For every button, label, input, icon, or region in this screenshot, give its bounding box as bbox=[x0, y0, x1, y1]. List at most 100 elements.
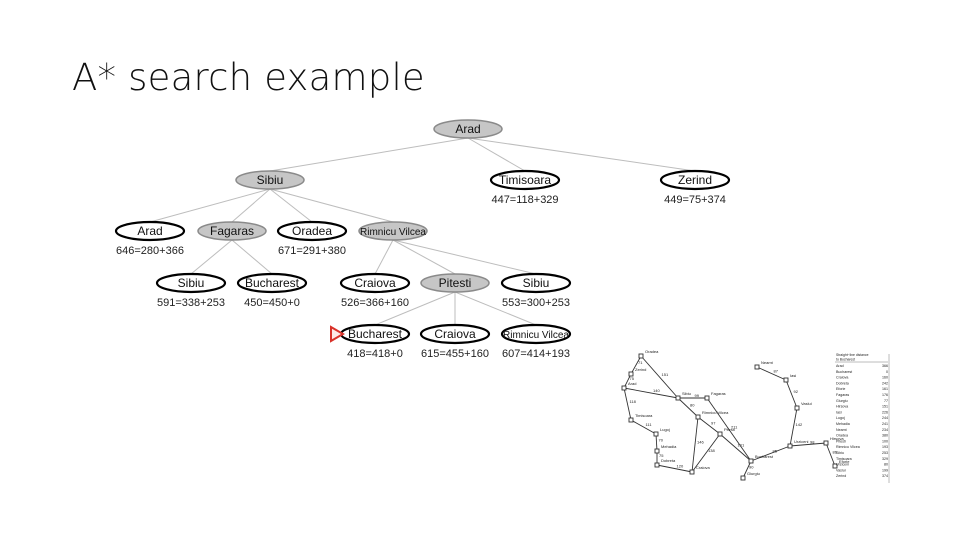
map-city-label: Zerind bbox=[635, 367, 646, 372]
map-road-distance: 85 bbox=[773, 449, 778, 454]
map-road-distance: 101 bbox=[738, 443, 745, 448]
map-city-marker bbox=[748, 458, 754, 464]
heuristic-row-distance: 176 bbox=[882, 393, 888, 397]
tree-node-ellipse bbox=[419, 323, 491, 345]
heuristic-row-city: Fagaras bbox=[836, 393, 849, 397]
map-city-marker bbox=[628, 417, 634, 423]
map-city-label: Vaslui bbox=[801, 401, 812, 406]
map-city-label: Bucharest bbox=[755, 454, 774, 459]
heuristic-row-distance: 0 bbox=[886, 370, 888, 374]
map-road bbox=[655, 433, 658, 452]
tree-node-ellipse bbox=[114, 220, 186, 242]
tree-edge bbox=[149, 188, 271, 223]
tree-node-ellipse bbox=[276, 220, 348, 242]
heuristic-row-distance: 161 bbox=[882, 387, 888, 391]
map-city-marker bbox=[638, 353, 644, 359]
map-city-label: Oradea bbox=[645, 349, 659, 354]
tree-node-label: Sibiu bbox=[178, 276, 205, 290]
tree-node-arad_root: Arad bbox=[433, 119, 503, 139]
map-road-distance: 99 bbox=[695, 393, 700, 398]
heuristic-row-city: Giurgiu bbox=[836, 399, 848, 403]
tree-edge bbox=[231, 239, 273, 275]
map-city-label: Craiova bbox=[696, 465, 711, 470]
map-road-distance: 120 bbox=[677, 464, 684, 469]
heuristic-row-distance: 80 bbox=[884, 463, 888, 467]
map-road-distance: 97 bbox=[711, 421, 716, 426]
map-road-distance: 142 bbox=[796, 422, 803, 427]
map-road bbox=[630, 419, 657, 435]
map-city-marker bbox=[754, 364, 760, 370]
map-road bbox=[825, 442, 836, 467]
map-city-marker bbox=[794, 405, 800, 411]
tree-node-label: Sibiu bbox=[523, 276, 550, 290]
map-city-marker bbox=[823, 440, 829, 446]
tree-node-label: Arad bbox=[137, 224, 162, 238]
tree-node-f-value: 671=291+380 bbox=[278, 245, 346, 257]
tree-node-ellipse bbox=[197, 221, 267, 241]
map-road-distance: 75 bbox=[630, 376, 635, 381]
heuristic-row-distance: 329 bbox=[882, 457, 888, 461]
map-city-marker bbox=[740, 475, 746, 481]
map-road-distance: 146 bbox=[697, 440, 704, 445]
heuristic-row-distance: 241 bbox=[882, 422, 888, 426]
heuristic-row-city: Pitesti bbox=[836, 439, 846, 443]
map-road bbox=[656, 464, 693, 473]
tree-node-label: Timisoara bbox=[499, 173, 552, 187]
heuristic-row-distance: 226 bbox=[882, 410, 888, 414]
tree-node-label: Bucharest bbox=[348, 327, 403, 341]
map-road bbox=[750, 445, 791, 462]
tree-node-rimnicu_p: Rimnicu Vilcea 607=414+193 bbox=[500, 323, 572, 360]
map-city-marker bbox=[695, 414, 701, 420]
tree-node-ellipse bbox=[420, 273, 490, 293]
map-city-marker bbox=[783, 377, 789, 383]
map-road bbox=[623, 387, 679, 399]
map-city-label: Sibiu bbox=[682, 391, 691, 396]
map-city-label: Hirsova bbox=[830, 436, 844, 441]
heuristic-row-distance: 374 bbox=[882, 474, 888, 478]
map-road bbox=[630, 355, 642, 375]
map-city-label: Mehadia bbox=[661, 444, 677, 449]
tree-node-ellipse bbox=[433, 119, 503, 139]
tree-node-label: Arad bbox=[455, 122, 480, 136]
map-road bbox=[785, 379, 798, 409]
map-road-distance: 111 bbox=[646, 422, 653, 427]
map-city-label: Iasi bbox=[790, 373, 796, 378]
map-city-label: Dobreta bbox=[661, 458, 676, 463]
tree-node-label: Sibiu bbox=[257, 173, 284, 187]
tree-edge bbox=[374, 239, 394, 275]
tree-node-label: Rimnicu Vilcea bbox=[503, 330, 569, 341]
tree-node-label: Craiova bbox=[354, 276, 396, 290]
tree-node-f-value: 607=414+193 bbox=[502, 348, 570, 360]
tree-node-sibiu1: Sibiu bbox=[235, 170, 305, 190]
heuristic-table-title: Straight−line distance bbox=[836, 353, 869, 357]
map-roads: 7115175140118111707512099809714613821110… bbox=[623, 355, 838, 479]
tree-node-label: Zerind bbox=[678, 173, 712, 187]
heuristic-row-city: Neamt bbox=[836, 428, 847, 432]
tree-edge bbox=[269, 137, 469, 172]
tree-node-label: Craiova bbox=[434, 327, 476, 341]
tree-node-label: Bucharest bbox=[245, 276, 300, 290]
tree-edge bbox=[269, 188, 313, 223]
tree-node-f-value: 615=455+160 bbox=[421, 348, 489, 360]
map-road bbox=[697, 416, 721, 435]
map-road-distance: 87 bbox=[774, 369, 779, 374]
map-city-marker bbox=[654, 448, 660, 454]
map-city-marker bbox=[704, 395, 710, 401]
map-city-marker bbox=[717, 431, 723, 437]
tree-edge bbox=[392, 239, 537, 275]
tree-node-ellipse bbox=[500, 272, 572, 294]
heuristic-row-distance: 151 bbox=[882, 405, 888, 409]
map-city-label: Rimnicu Vilcea bbox=[702, 410, 729, 415]
tree-edge bbox=[269, 188, 394, 223]
map-road-distance: 98 bbox=[810, 440, 815, 445]
map-city-marker bbox=[832, 463, 838, 469]
tree-node-f-value: 449=75+374 bbox=[664, 194, 726, 206]
tree-node-f-value: 418=418+0 bbox=[347, 348, 403, 360]
heuristic-row-city: Craiova bbox=[836, 376, 848, 380]
